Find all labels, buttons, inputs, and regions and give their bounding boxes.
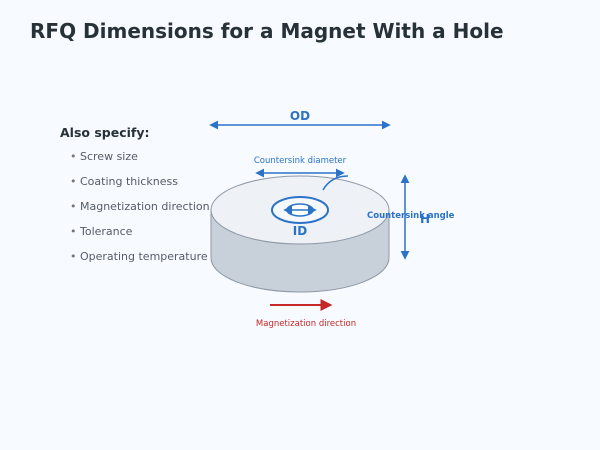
height-label: H xyxy=(420,212,430,226)
countersink-angle-label: Countersink angle xyxy=(367,211,455,221)
spec-item-screw-size: Screw size xyxy=(70,150,210,175)
magnetization-direction-label: Magnetization direction xyxy=(256,319,356,329)
also-specify-heading: Also specify: xyxy=(60,125,150,140)
spec-item-coating-thickness: Coating thickness xyxy=(70,175,210,200)
spec-item-tolerance: Tolerance xyxy=(70,225,210,250)
id-label: ID xyxy=(293,224,307,238)
also-specify-list: Screw size Coating thickness Magnetizati… xyxy=(70,150,210,275)
page-title: RFQ Dimensions for a Magnet With a Hole xyxy=(30,19,504,43)
countersink-diameter-label: Countersink diameter xyxy=(254,156,347,166)
countersink-angle-arc xyxy=(322,175,349,191)
spec-item-magnetization-direction: Magnetization direction xyxy=(70,200,210,225)
od-label: OD xyxy=(290,109,310,123)
spec-item-operating-temperature: Operating temperature xyxy=(70,250,210,275)
